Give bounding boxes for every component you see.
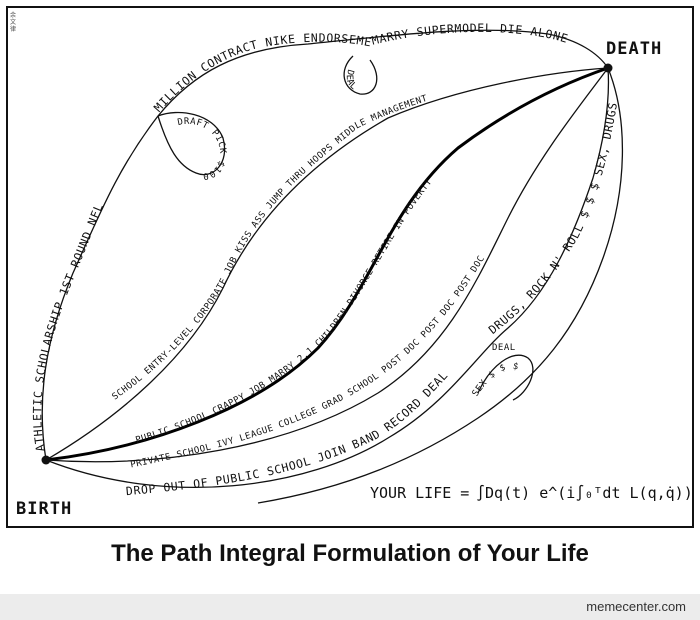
deal-loop-top <box>343 55 378 95</box>
path-right-edge <box>257 67 624 504</box>
death-label: DEATH <box>606 39 662 59</box>
birth-label: BIRTH <box>16 499 72 519</box>
diagram-frame: ATHLETIC SCHOLARSHIP 1ST ROUND NFL MILLI… <box>6 6 694 528</box>
sex-loop <box>477 354 534 401</box>
label-private: PRIVATE SCHOOL IVY LEAGUE COLLEGE GRAD S… <box>130 254 487 470</box>
path-drop-out <box>45 67 610 489</box>
label-draft: DRAFT PICK $100 <box>177 117 228 181</box>
birth-node <box>41 455 51 465</box>
death-node <box>603 63 613 73</box>
label-public: PUBLIC SCHOOL CRAPPY JOB MARRY 2.1 CHILD… <box>135 177 435 446</box>
label-nfl: MILLION CONTRACT NIKE ENDORSEMENT <box>8 8 373 115</box>
label-supermodel: MARRY SUPERMODEL DIE ALONE <box>370 21 570 48</box>
formula-lhs: YOUR LIFE = <box>370 484 469 502</box>
path-private <box>45 67 609 463</box>
path-diagram: ATHLETIC SCHOLARSHIP 1ST ROUND NFL MILLI… <box>8 8 693 519</box>
page-title: The Path Integral Formulation of Your Li… <box>111 540 589 567</box>
label-drugs: DRUGS, ROCK N' ROLL $ $ $ SEX, DRUGS <box>486 101 620 337</box>
label-deal-top: DEAL <box>344 68 359 92</box>
label-deal-bottom: DEAL <box>492 343 516 353</box>
label-sex: SEX $ $ $ <box>471 361 520 398</box>
site-credit-link[interactable]: memecenter.com <box>586 599 686 614</box>
artist-seal: 余 文 律 <box>10 12 17 33</box>
path-athletic <box>41 29 609 461</box>
footer-bar: memecenter.com <box>0 594 700 620</box>
formula-rhs: ∫Dq(t) e^(i∫₀ᵀdt L(q,q̇)) <box>476 484 693 502</box>
path-public-bold <box>45 66 609 462</box>
label-athletic: ATHLETIC SCHOLARSHIP 1ST ROUND NFL <box>30 201 106 452</box>
draft-loop <box>157 111 226 176</box>
path-corporate <box>45 67 609 461</box>
